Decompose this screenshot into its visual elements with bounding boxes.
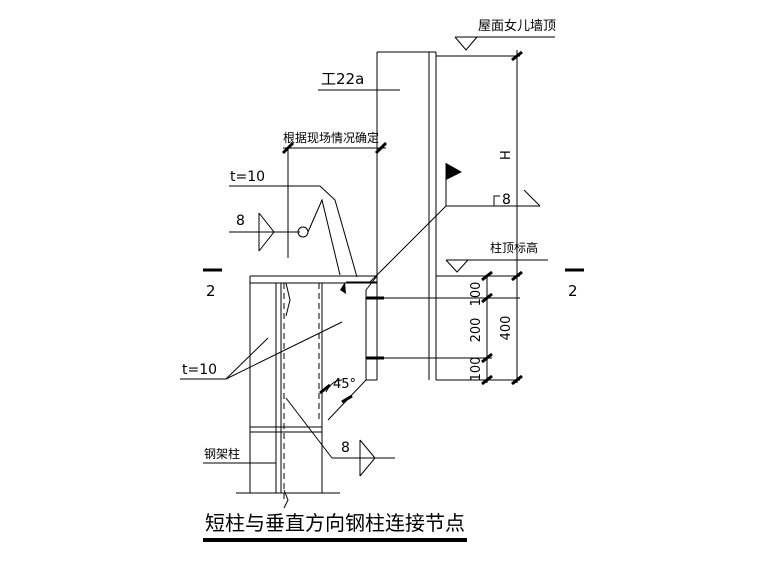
- gusset-plate: [340, 275, 378, 381]
- section-mark-left-label: 2: [206, 282, 216, 300]
- weld-symbol-bottom: [285, 397, 395, 477]
- angle-marker: [319, 379, 367, 421]
- drawing-title: 短柱与垂直方向钢柱连接节点: [205, 511, 465, 535]
- plate-left-leader-diag-1: [225, 337, 269, 380]
- site-label-tick-left: [281, 141, 295, 155]
- plate-thickness-left-label: t=10: [182, 362, 217, 378]
- plate-top-leader-diag: [319, 185, 358, 278]
- dimension-chain: [481, 276, 523, 386]
- flag-weld-marker: [369, 163, 541, 283]
- column-top-elevation-marker: [436, 259, 548, 282]
- cap-plate: [249, 275, 377, 284]
- dim-200: 200: [469, 318, 484, 343]
- column-top-elevation-label: 柱顶标高: [490, 240, 538, 255]
- angle-label: 45°: [333, 377, 356, 392]
- section-mark-right-label: 2: [568, 282, 578, 300]
- plate-thickness-top-label: t=10: [230, 169, 265, 185]
- plate-left-leader-diag-2: [225, 321, 343, 380]
- short-column: [376, 51, 437, 380]
- steel-frame-column-label: 钢架柱: [204, 446, 240, 461]
- weld-size-right-label: 8: [502, 192, 511, 208]
- weld-size-left-label: 8: [236, 213, 245, 229]
- parapet-elevation-marker: [436, 36, 555, 383]
- dim-400: 400: [499, 316, 514, 341]
- height-symbol: H: [499, 150, 514, 160]
- dim-100-top: 100: [469, 282, 484, 307]
- site-determined-label: 根据现场情况确定: [283, 130, 379, 145]
- dim-100-bottom: 100: [469, 357, 484, 382]
- site-label-tick-right: [374, 141, 388, 155]
- parapet-top-label: 屋面女儿墙顶: [478, 18, 556, 34]
- beam-section-label: 工22a: [321, 70, 364, 88]
- weld-size-bottom-label: 8: [341, 440, 350, 456]
- steel-frame-column: [236, 282, 340, 509]
- weld-symbol-left: [229, 198, 341, 276]
